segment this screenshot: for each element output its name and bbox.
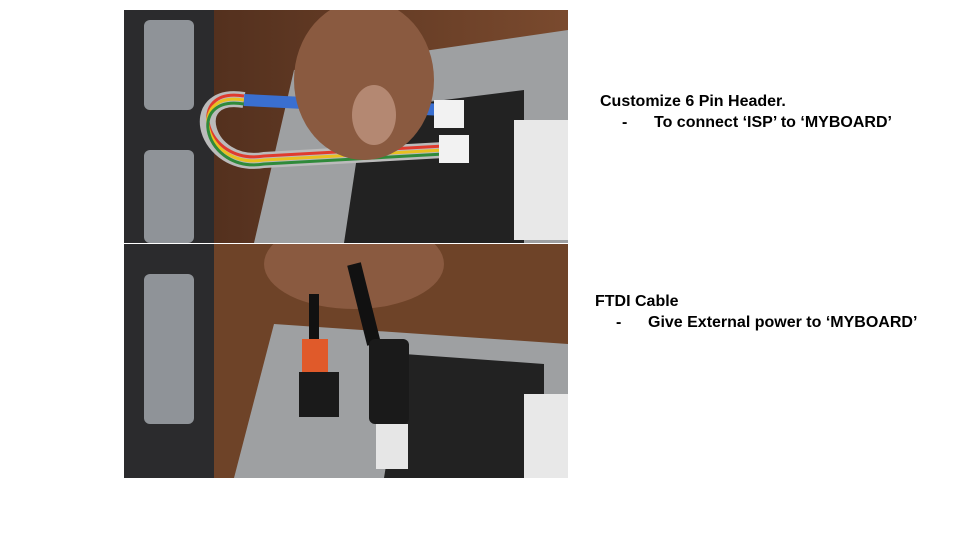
section-heading: FTDI Cable [595, 293, 679, 310]
bullet-item: - To connect ‘ISP’ to ‘MYBOARD’ [600, 112, 892, 133]
bullet-text: Give External power to ‘MYBOARD’ [648, 314, 918, 331]
ftdi-cable-caption: FTDI Cable - Give External power to ‘MYB… [595, 291, 917, 333]
bullet-text: To connect ‘ISP’ to ‘MYBOARD’ [654, 114, 892, 131]
ribbon-cable-caption: Customize 6 Pin Header. - To connect ‘IS… [600, 91, 892, 133]
bullet-marker: - [616, 314, 622, 331]
bullet-marker: - [622, 114, 628, 131]
ftdi-cable-photo [124, 244, 568, 478]
bullet-item: - Give External power to ‘MYBOARD’ [595, 312, 917, 333]
section-heading: Customize 6 Pin Header. [600, 93, 786, 110]
ribbon-cable-photo [124, 10, 568, 243]
